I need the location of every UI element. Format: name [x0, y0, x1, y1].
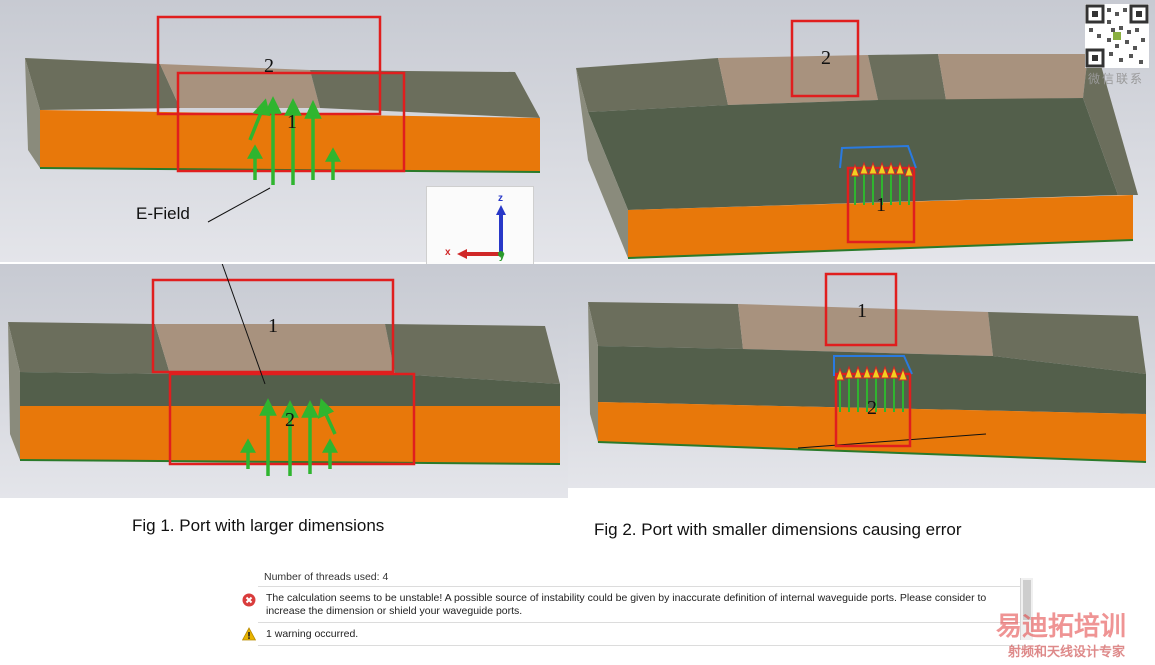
- axis-z-label: z: [498, 193, 503, 204]
- qr-code: [1085, 4, 1149, 68]
- log-scrollbar-thumb[interactable]: [1023, 580, 1031, 620]
- fig1-bottom-port-1-label: 1: [268, 315, 278, 337]
- log-row-warning[interactable]: 1 warning occurred.: [242, 622, 1026, 646]
- fig2-top-port-2-label: 2: [821, 47, 831, 69]
- fig1-top-scene: [0, 0, 568, 262]
- fig1-bottom-field-arrows: [240, 398, 338, 476]
- axis-x-label: x: [445, 247, 451, 258]
- log-header-text: Number of threads used: 4: [264, 571, 389, 583]
- log-row-error[interactable]: The calculation seems to be unstable! A …: [242, 586, 1026, 623]
- fig1-top-port-1-label: 1: [287, 111, 297, 133]
- message-log: Number of threads used: 4 The calculatio…: [236, 566, 1036, 650]
- fig1-bottom-port-2-label: 2: [285, 409, 295, 431]
- fig1-top-field-arrows: [247, 96, 341, 185]
- qr-code-image: [1085, 4, 1149, 68]
- log-warning-text: 1 warning occurred.: [266, 628, 359, 640]
- efield-label: E-Field: [136, 204, 190, 223]
- fig2-top-port-1-label: 1: [876, 194, 886, 216]
- brand-watermark: 易迪拓培训: [996, 612, 1127, 642]
- log-error-text: The calculation seems to be unstable! A …: [266, 592, 987, 617]
- error-icon: [242, 593, 256, 607]
- fig2-bottom-view: 1 2: [568, 264, 1155, 488]
- axis-y-label: y: [499, 251, 505, 262]
- fig2-bottom-field-arrows: [839, 374, 904, 412]
- fig1-top-view: 2 1: [0, 0, 568, 262]
- warning-icon: [242, 627, 256, 641]
- fig2-caption: Fig 2. Port with smaller dimensions caus…: [594, 520, 962, 539]
- fig2-top-scene: [568, 0, 1155, 262]
- fig2-bottom-scene: [568, 264, 1155, 488]
- axes-triad-drawing: [457, 205, 506, 259]
- brand-tagline: 射频和天线设计专家: [1008, 645, 1126, 660]
- fig2-bottom-port-1-label: 1: [857, 300, 867, 322]
- fig1-bottom-scene: [0, 264, 568, 498]
- fig2-top-view: 2 1: [568, 0, 1155, 262]
- log-scrollbar[interactable]: [1020, 578, 1033, 640]
- fig1-top-port-2-label: 2: [264, 55, 274, 77]
- fig2-top-field-arrows: [854, 170, 910, 205]
- fig2-bottom-port-2-label: 2: [867, 397, 877, 419]
- qr-caption: 微信联系: [1088, 72, 1145, 86]
- fig1-bottom-view: 1 2: [0, 264, 568, 498]
- fig1-caption: Fig 1. Port with larger dimensions: [132, 516, 385, 535]
